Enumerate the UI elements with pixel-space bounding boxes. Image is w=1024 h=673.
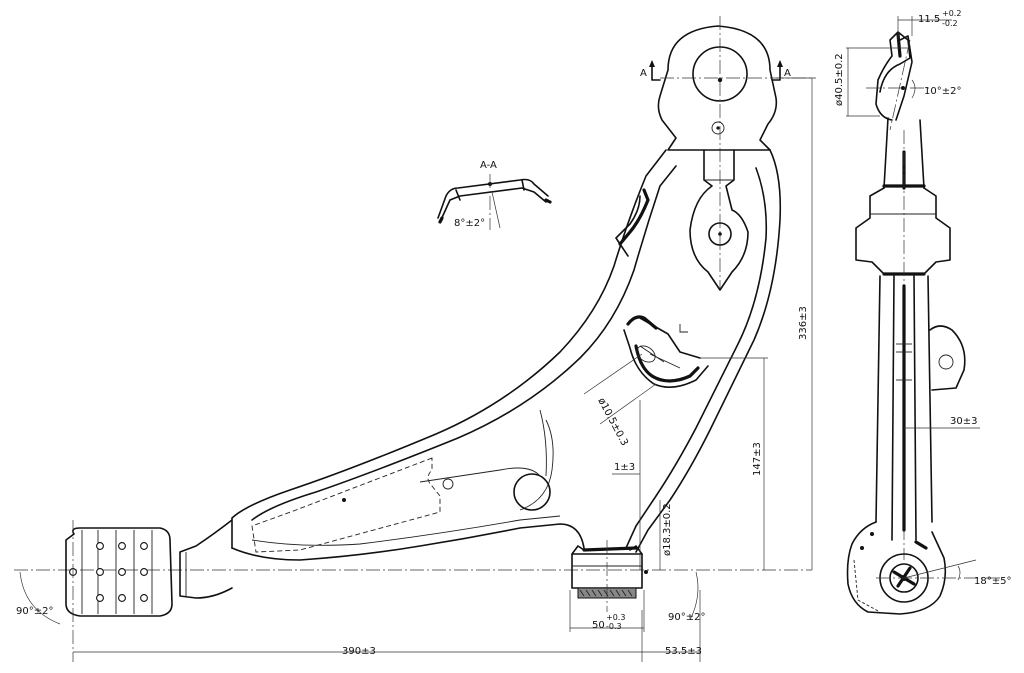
- section-aa-label: A-A: [480, 160, 497, 171]
- arm-body: [179, 149, 782, 599]
- dim-side-angle-bottom: 18°±5°: [957, 565, 1011, 587]
- lower-bushing: [571, 540, 648, 612]
- side-top-eye: [866, 31, 932, 131]
- dim-side-top-width: 11.5 +0.2 -0.2: [897, 9, 961, 40]
- upper-bracket: [615, 188, 650, 257]
- dim-bore-bush: ø18.3±0.2: [659, 500, 673, 570]
- dim-length-offset: 53.5±3: [642, 646, 702, 657]
- dim-height-total: 336±3: [776, 77, 816, 570]
- dim-length-offset-label: 53.5±3: [665, 646, 702, 657]
- dim-bore-bush-label: ø18.3±0.2: [662, 503, 673, 556]
- dim-angle-bush-label: 90°±2°: [668, 612, 705, 623]
- dim-side-angle-top: 10°±2°: [911, 79, 961, 99]
- dim-height-total-label: 336±3: [798, 306, 809, 340]
- ball-joint-rivets: [69, 542, 148, 602]
- dim-angle-balljoint: 90°±2°: [16, 571, 61, 625]
- dim-angle-section-label: 8°±2°: [454, 218, 485, 229]
- side-rail: [855, 117, 951, 560]
- dim-height-mid-label: 147±3: [752, 442, 763, 476]
- dim-bush-width-tol-upper: +0.3: [606, 613, 625, 622]
- dim-bush-width-tol-lower: -0.3: [606, 622, 622, 631]
- dim-side-width-label: 30±3: [950, 416, 977, 427]
- dim-height-mid: 147±3: [700, 357, 768, 570]
- dim-side-bore: ø40.5±0.2: [834, 47, 910, 117]
- section-aa-detail: A-A 8°±2°: [437, 160, 552, 230]
- section-marker-right-label: A: [784, 68, 791, 79]
- side-bump: [929, 325, 966, 391]
- dim-side-bore-label: ø40.5±0.2: [834, 53, 845, 106]
- dim-side-top-tol-upper: +0.2: [942, 9, 961, 18]
- dim-side-top-width-label: 11.5: [918, 14, 940, 25]
- side-view: 11.5 +0.2 -0.2 ø40.5±0.2 10°±2°: [834, 9, 1011, 615]
- dim-offset-small-label: 1±3: [614, 462, 635, 473]
- ball-joint: [65, 520, 173, 662]
- dim-side-width: 30±3: [904, 416, 980, 429]
- dim-length-main: 390±3: [73, 590, 701, 662]
- dim-bush-width-label: 50: [592, 620, 605, 631]
- dim-length-main-label: 390±3: [342, 646, 376, 657]
- upper-pivot-eye: [657, 16, 812, 290]
- front-view: A A: [14, 16, 816, 662]
- dim-angle-balljoint-label: 90°±2°: [16, 606, 53, 617]
- section-marker-right: A: [771, 60, 791, 81]
- mid-hole-region: [689, 149, 749, 291]
- dim-angle-bush: 90°±2°: [668, 571, 705, 623]
- side-bushing: [846, 521, 1000, 615]
- dim-side-top-tol-lower: -0.2: [942, 19, 958, 28]
- dim-bore-upper-label: ø10.5±0.3: [595, 396, 629, 448]
- section-marker-left-label: A: [640, 68, 647, 79]
- dim-bush-width: 50 +0.3 -0.3: [569, 590, 645, 632]
- middle-bracket: [623, 315, 709, 388]
- section-marker-left: A: [640, 60, 661, 81]
- dim-offset-small: 1±3: [612, 400, 641, 570]
- dim-side-angle-bottom-label: 18°±5°: [974, 576, 1011, 587]
- dim-side-angle-top-label: 10°±2°: [924, 86, 961, 97]
